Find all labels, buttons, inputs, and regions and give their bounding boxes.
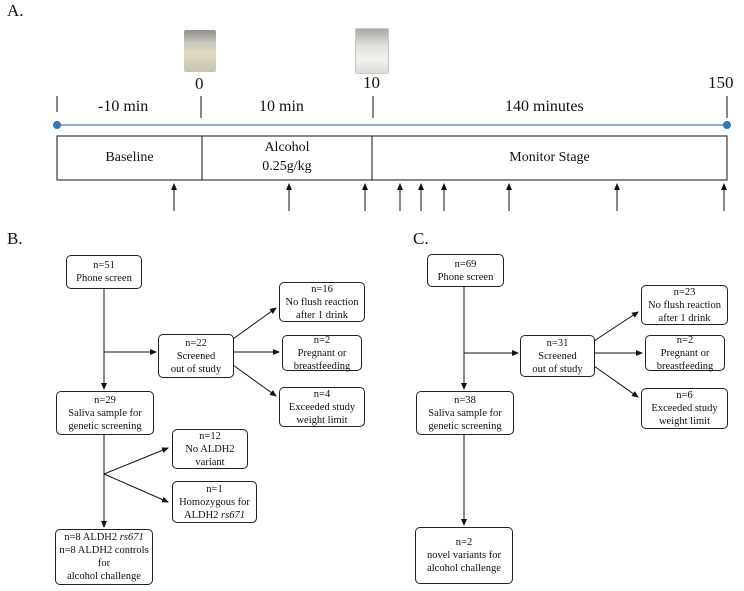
b-screened-out-box: n=22 Screened out of study xyxy=(158,334,234,378)
b-weight-limit-box: n=4 Exceeded study weight limit xyxy=(279,387,365,427)
c-saliva-box: n=38 Saliva sample for genetic screening xyxy=(416,391,514,435)
b-novariant-label: No ALDH2 xyxy=(185,443,235,455)
stage-monitor: Monitor Stage xyxy=(509,150,590,165)
stage-alcohol-title: Alcohol xyxy=(264,140,310,155)
c-screened-out-box: n=31 Screened out of study xyxy=(520,335,595,377)
panel-label-c: C. xyxy=(413,229,429,248)
b-pregnant-label: Pregnant or xyxy=(297,347,347,359)
c-to-noflush xyxy=(593,311,639,342)
b-noflush-label-2: after 1 drink xyxy=(296,309,348,321)
empty-cup-photo xyxy=(355,28,389,74)
c-noflush-label-2: after 1 drink xyxy=(658,312,711,324)
stage-baseline: Baseline xyxy=(105,150,154,165)
b-homo-snp: rs671 xyxy=(221,509,245,521)
b-pregnant-count: n=2 xyxy=(313,334,331,346)
b-pregnant-label-2: breastfeeding xyxy=(293,360,351,372)
b-saliva-label-2: genetic screening xyxy=(68,420,142,432)
b-to-novariant xyxy=(103,447,169,475)
c-to-weight xyxy=(593,365,639,398)
b-final-variant-line: n=8 ALDH2 rs671 xyxy=(56,531,152,544)
c-saliva-count: n=38 xyxy=(454,394,476,406)
b-final-snp: rs671 xyxy=(119,532,144,543)
c-phone-count: n=69 xyxy=(454,258,477,270)
b-no-variant-box: n=12 No ALDH2 variant xyxy=(172,429,248,469)
stage-alcohol-dose: 0.25g/kg xyxy=(262,159,312,174)
c-weight-limit-box: n=6 Exceeded study weight limit xyxy=(641,388,728,429)
stage-row-outline xyxy=(56,135,728,181)
b-final-variant: n=8 ALDH2 xyxy=(64,532,120,543)
b-final-box: n=8 ALDH2 rs671 n=8 ALDH2 controls for a… xyxy=(55,529,153,585)
b-weight-label-2: weight limit xyxy=(296,414,348,426)
c-saliva-label: Saliva sample for xyxy=(428,407,502,419)
c-phone-label: Phone screen xyxy=(437,271,494,283)
b-weight-label: Exceeded study xyxy=(288,401,356,413)
b-homozygous-box: n=1 Homozygous for ALDH2 rs671 xyxy=(172,481,257,523)
b-saliva-count: n=29 xyxy=(94,394,116,406)
b-homo-gene: ALDH2 xyxy=(184,509,222,521)
c-phone-screen-box: n=69 Phone screen xyxy=(427,254,504,287)
b-saliva-box: n=29 Saliva sample for genetic screening xyxy=(56,391,154,435)
c-final-label-2: alcohol challenge xyxy=(427,563,501,574)
c-weight-label: Exceeded study xyxy=(651,403,718,414)
c-weight-count: n=6 xyxy=(676,390,693,401)
stage-alcohol: Alcohol 0.25g/kg xyxy=(202,138,372,176)
c-noflush-count: n=23 xyxy=(673,286,696,298)
b-homo-label: Homozygous for xyxy=(179,496,250,508)
timeline-start-dot xyxy=(53,121,61,129)
b-novariant-label-2: variant xyxy=(195,456,225,468)
timeline-end-dot xyxy=(723,121,731,129)
c-final-count: n=2 xyxy=(455,537,473,548)
panel-label-b: B. xyxy=(7,229,23,248)
c-noflush-label: No flush reaction xyxy=(648,299,721,311)
b-no-flush-box: n=16 No flush reaction after 1 drink xyxy=(279,282,365,322)
c-weight-label-2: weight limit xyxy=(658,416,711,427)
b-weight-count: n=4 xyxy=(313,388,331,400)
c-no-flush-box: n=23 No flush reaction after 1 drink xyxy=(641,285,728,325)
b-phone-screen-box: n=51 Phone screen xyxy=(66,255,142,289)
tick-label-10: 10 xyxy=(363,73,380,92)
panel-label-a: A. xyxy=(7,1,24,20)
c-pregnant-label: Pregnant or xyxy=(660,347,710,359)
b-final-controls: n=8 ALDH2 controls xyxy=(59,545,149,556)
b-noflush-count: n=16 xyxy=(311,283,333,295)
c-screened-label: Screened xyxy=(538,350,577,362)
alcohol-drink-cup-photo xyxy=(184,30,216,72)
c-final-box: n=2 novel variants for alcohol challenge xyxy=(415,527,513,584)
b-phone-count: n=51 xyxy=(93,260,115,271)
b-noflush-label: No flush reaction xyxy=(285,296,359,308)
tick-label-150: 150 xyxy=(708,73,734,92)
c-saliva-label-2: genetic screening xyxy=(428,420,502,432)
b-screened-label-2: out of study xyxy=(170,363,222,375)
b-pregnant-box: n=2 Pregnant or breastfeeding xyxy=(282,334,362,372)
c-screened-label-2: out of study xyxy=(532,363,583,375)
sample-arrows xyxy=(171,183,727,211)
c-pregnant-label-2: breastfeeding xyxy=(656,360,714,372)
b-to-homo xyxy=(103,473,169,503)
b-novariant-count: n=12 xyxy=(199,430,221,442)
b-saliva-label: Saliva sample for xyxy=(68,407,142,419)
c-final-label: novel variants for xyxy=(426,550,502,561)
b-screened-count: n=22 xyxy=(185,337,207,349)
c-screened-count: n=31 xyxy=(546,337,569,349)
duration-alcohol: 10 min xyxy=(259,98,304,115)
b-to-weight xyxy=(232,364,277,397)
b-final-challenge: alcohol challenge xyxy=(67,571,141,582)
duration-baseline: -10 min xyxy=(98,98,149,115)
b-to-noflush xyxy=(232,307,277,340)
b-screened-label: Screened xyxy=(176,350,216,362)
b-phone-label: Phone screen xyxy=(76,273,132,284)
tick-label-0: 0 xyxy=(195,74,204,93)
duration-monitor: 140 minutes xyxy=(505,98,584,115)
c-pregnant-box: n=2 Pregnant or breastfeeding xyxy=(645,334,725,372)
b-homo-gene-line: ALDH2 rs671 xyxy=(173,509,256,522)
b-final-for: for xyxy=(97,558,111,569)
b-homo-count: n=1 xyxy=(206,483,223,495)
c-pregnant-count: n=2 xyxy=(676,334,694,346)
